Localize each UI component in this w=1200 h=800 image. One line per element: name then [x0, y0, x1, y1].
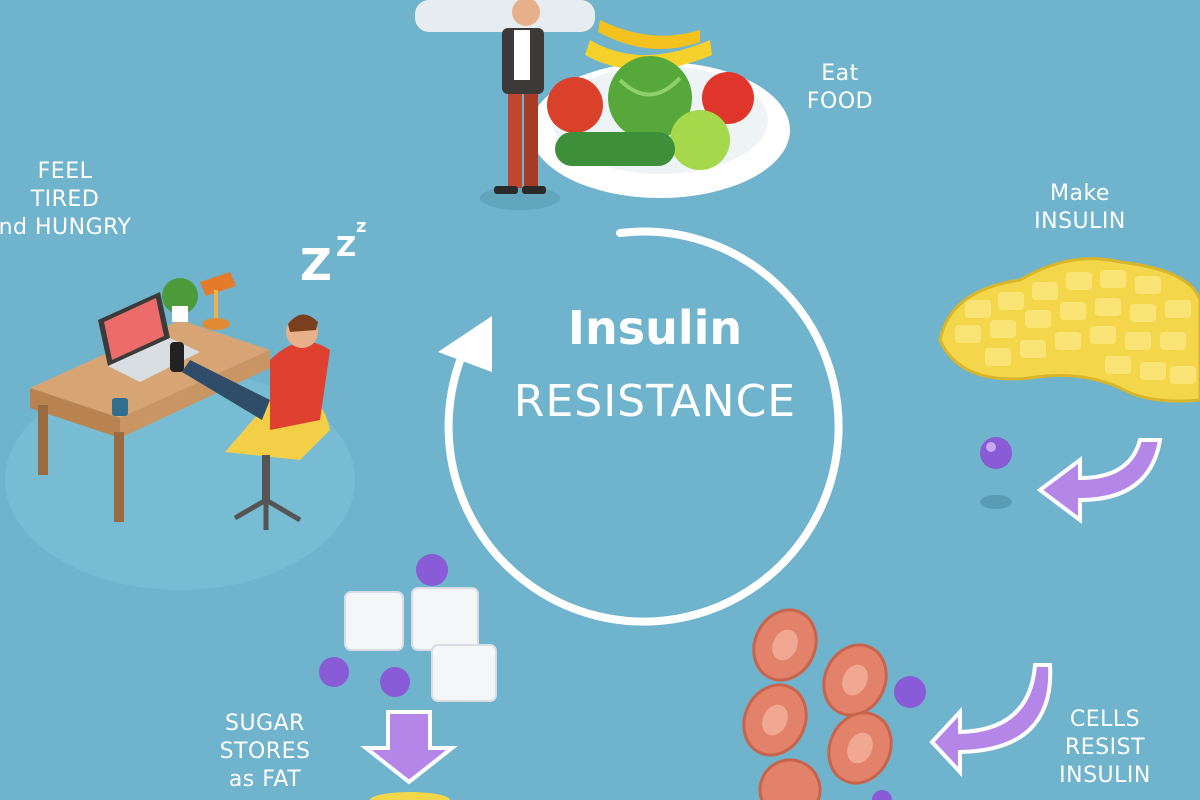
mug-icon: [112, 398, 128, 416]
lamp-icon: [200, 272, 236, 330]
label-line: CELLS: [1069, 707, 1141, 732]
cycle-circle: [438, 227, 843, 626]
label-line: INSULIN: [1034, 209, 1126, 234]
label-line: Make: [1050, 181, 1110, 206]
down-arrow-icon: [360, 710, 458, 785]
label-line: FEEL: [37, 159, 93, 184]
plant-icon: [162, 278, 198, 322]
label-line: SUGAR: [225, 711, 305, 736]
label-line: TIRED: [30, 187, 100, 212]
z-large: Z: [300, 240, 332, 291]
label-line: as FAT: [228, 767, 302, 792]
label-line: INSULIN: [1059, 763, 1151, 788]
pancreas-illustration: [938, 257, 1200, 403]
tomato-icon: [702, 72, 754, 124]
label-feel-tired: FEEL TIRED nd HUNGRY: [0, 158, 160, 242]
center-subtitle: RESISTANCE: [513, 376, 797, 427]
label-line: FOOD: [806, 89, 874, 114]
cycle-arrowhead-icon: [438, 316, 492, 372]
sugar-cubes-illustration: [319, 554, 497, 702]
curved-arrow-cells-icon: [929, 663, 1053, 778]
curved-arrow-right-icon: [1036, 438, 1163, 524]
label-cells-resist-insulin: CELLS RESIST INSULIN: [1030, 706, 1180, 790]
label-make-insulin: Make INSULIN: [1010, 180, 1150, 236]
label-line: RESIST: [1064, 735, 1146, 760]
label-line: nd HUNGRY: [0, 215, 132, 240]
banana-icon: [585, 40, 712, 70]
z-small: z: [356, 216, 366, 237]
cabbage-icon: [608, 56, 692, 140]
label-line: Eat: [821, 61, 859, 86]
bottom-center-partial: [370, 790, 892, 800]
green-apple-icon: [670, 110, 730, 170]
fork-icon: [415, 0, 595, 32]
sleep-z-icon: Z Z z: [300, 216, 366, 291]
man-icon: [494, 0, 546, 194]
z-medium: Z: [336, 230, 356, 263]
food-plate-illustration: [415, 0, 790, 210]
cells-illustration: [742, 608, 926, 800]
tired-man-illustration: [5, 272, 355, 590]
label-sugar-stores-fat: SUGAR STORES as FAT: [200, 710, 330, 794]
cucumber-icon: [555, 132, 675, 166]
insulin-molecule-icon: [980, 437, 1012, 509]
insulin-molecule-icon: [894, 676, 926, 708]
center-title: Insulin: [567, 301, 743, 355]
label-line: STORES: [219, 739, 311, 764]
label-eat-food: Eat FOOD: [780, 60, 900, 116]
person-icon: [170, 314, 330, 430]
apple-icon: [547, 77, 603, 133]
